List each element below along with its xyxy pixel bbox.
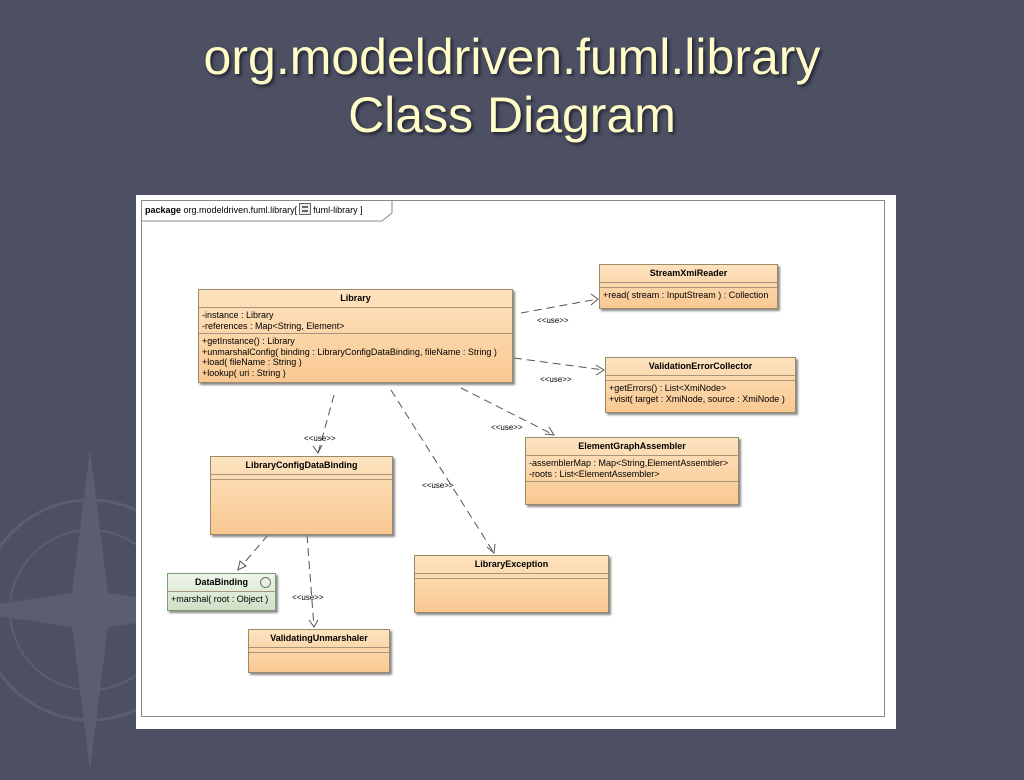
operation: +marshal( root : Object ) bbox=[171, 594, 269, 604]
class-elementgraphassembler-attributes: -assemblerMap : Map<String,ElementAssemb… bbox=[526, 455, 738, 481]
dep-library-elementgraphassembler bbox=[460, 387, 555, 436]
class-streamxmireader-name: StreamXmiReader bbox=[649, 268, 728, 278]
class-libraryexception-name: LibraryException bbox=[474, 559, 549, 569]
slide-title-line-2: Class Diagram bbox=[348, 87, 676, 143]
class-elementgraphassembler[interactable]: ElementGraphAssembler -assemblerMap : Ma… bbox=[525, 437, 739, 505]
class-validationerrorcollector[interactable]: ValidationErrorCollector +getErrors() : … bbox=[605, 357, 796, 413]
class-libraryexception-operations bbox=[415, 578, 608, 583]
class-library-attributes: -instance : Library -references : Map<St… bbox=[199, 307, 512, 333]
slide-title-line-1: org.modeldriven.fuml.library bbox=[203, 29, 821, 85]
stereo-use-libraryconfig: <<use>> bbox=[304, 434, 336, 443]
attribute: -assemblerMap : Map<String,ElementAssemb… bbox=[529, 458, 729, 468]
package-tab-border bbox=[142, 201, 393, 222]
package-diagram-icon bbox=[299, 203, 312, 215]
generalization-arrowhead bbox=[237, 560, 247, 571]
interface-databinding[interactable]: DataBinding +marshal( root : Object ) bbox=[167, 573, 276, 611]
dep-libraryconfig-validatingunmarshaler bbox=[306, 534, 315, 628]
stereo-use-elementgraphassembler: <<use>> bbox=[491, 423, 523, 432]
package-tab: package org.modeldriven.fuml.library[ fum… bbox=[142, 201, 371, 219]
class-streamxmireader-attributes bbox=[600, 282, 777, 287]
package-name: org.modeldriven.fuml.library[ bbox=[183, 205, 298, 215]
dep-library-validationerrorcollector bbox=[513, 357, 605, 371]
dep-library-libraryexception bbox=[390, 389, 495, 554]
operation: +load( fileName : String ) bbox=[202, 357, 302, 367]
class-library-operations: +getInstance() : Library +unmarshalConfi… bbox=[199, 333, 512, 380]
generalization-databinding bbox=[237, 534, 269, 571]
class-libraryexception-attributes bbox=[415, 573, 608, 578]
diagram-panel: package org.modeldriven.fuml.library[ fum… bbox=[136, 195, 896, 729]
class-validationerrorcollector-name: ValidationErrorCollector bbox=[648, 361, 753, 371]
operation: +getInstance() : Library bbox=[202, 336, 295, 346]
class-libraryconfigdatabinding[interactable]: LibraryConfigDataBinding bbox=[210, 456, 393, 535]
compass-watermark bbox=[0, 450, 220, 770]
class-elementgraphassembler-name: ElementGraphAssembler bbox=[578, 441, 686, 451]
operation: +unmarshalConfig( binding : LibraryConfi… bbox=[202, 346, 497, 357]
interface-databinding-name: DataBinding bbox=[195, 577, 248, 587]
class-streamxmireader[interactable]: StreamXmiReader +read( stream : InputStr… bbox=[599, 264, 778, 309]
class-libraryexception[interactable]: LibraryException bbox=[414, 555, 609, 613]
class-library[interactable]: Library -instance : Library -references … bbox=[198, 289, 513, 383]
package-tab-suffix: fuml-library ] bbox=[313, 205, 363, 215]
operation: +read( stream : InputStream ) : Collecti… bbox=[603, 290, 769, 300]
class-libraryconfigdatabinding-name: LibraryConfigDataBinding bbox=[245, 460, 358, 470]
class-validatingunmarshaler-operations bbox=[249, 652, 389, 657]
attribute: -references : Map<String, Element> bbox=[202, 320, 345, 331]
class-validatingunmarshaler-attributes bbox=[249, 647, 389, 652]
attribute: -roots : List<ElementAssembler> bbox=[529, 468, 660, 479]
stereo-use-validatingunmarshaler: <<use>> bbox=[292, 593, 324, 602]
class-libraryconfigdatabinding-operations bbox=[211, 479, 392, 484]
dep-library-streamxmireader bbox=[520, 298, 599, 314]
stereo-use-streamxmireader: <<use>> bbox=[537, 316, 569, 325]
interface-databinding-operations: +marshal( root : Object ) bbox=[168, 591, 275, 607]
operation: +getErrors() : List<XmiNode> bbox=[609, 383, 727, 393]
stereo-use-libraryexception: <<use>> bbox=[422, 481, 454, 490]
operation: +lookup( uri : String ) bbox=[202, 367, 286, 378]
interface-icon bbox=[260, 577, 271, 588]
slide-title: org.modeldriven.fuml.library Class Diagr… bbox=[0, 28, 1024, 144]
package-frame: package org.modeldriven.fuml.library[ fum… bbox=[141, 200, 885, 717]
dep-library-libraryconfig bbox=[317, 394, 335, 454]
operation: +visit( target : XmiNode, source : XmiNo… bbox=[609, 393, 785, 404]
stereo-use-validationerrorcollector: <<use>> bbox=[540, 375, 572, 384]
class-validationerrorcollector-attributes bbox=[606, 375, 795, 380]
attribute: -instance : Library bbox=[202, 310, 274, 320]
dependency-links bbox=[237, 293, 605, 628]
class-validatingunmarshaler[interactable]: ValidatingUnmarshaler bbox=[248, 629, 390, 673]
class-validatingunmarshaler-name: ValidatingUnmarshaler bbox=[270, 633, 368, 643]
class-libraryconfigdatabinding-attributes bbox=[211, 474, 392, 479]
package-keyword: package bbox=[145, 205, 182, 215]
class-elementgraphassembler-operations bbox=[526, 481, 738, 486]
class-library-name: Library bbox=[340, 293, 371, 303]
class-validationerrorcollector-operations: +getErrors() : List<XmiNode> +visit( tar… bbox=[606, 380, 795, 406]
class-streamxmireader-operations: +read( stream : InputStream ) : Collecti… bbox=[600, 287, 777, 303]
